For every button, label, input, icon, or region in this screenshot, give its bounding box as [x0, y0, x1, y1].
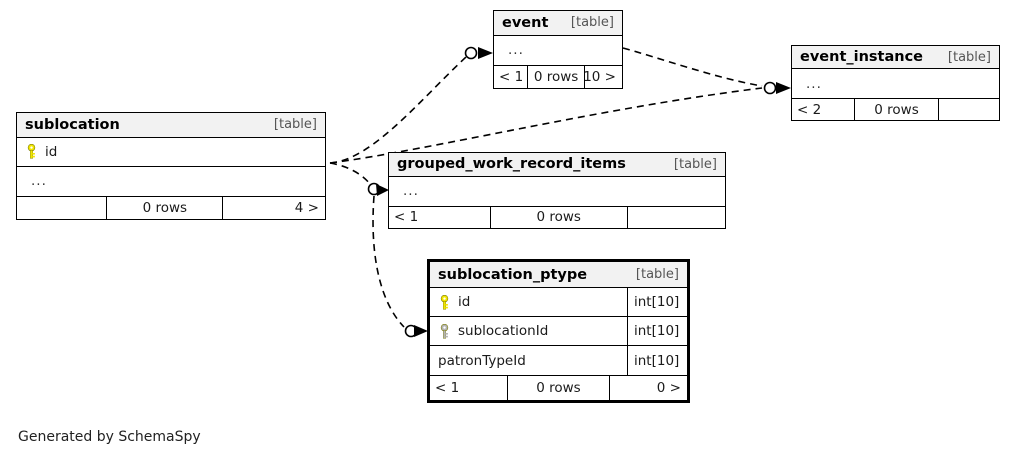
table-tag-grouped_work_record_items: [table]	[673, 156, 717, 172]
footer-row-count: 0 rows	[527, 65, 585, 88]
table-column-row[interactable]: id int[10]	[430, 288, 687, 318]
footer-row-count: 0 rows	[507, 376, 610, 400]
table-node-grouped_work_record_items[interactable]: grouped_work_record_items [table]... < 1 0 …	[388, 152, 726, 229]
column-name-cell: sublocationId	[430, 317, 627, 345]
footer-child-count	[628, 207, 725, 228]
column-name-cell: ...	[17, 167, 325, 196]
table-tag-sublocation_ptype: [table]	[635, 267, 679, 283]
table-column-row[interactable]: ...	[494, 36, 622, 65]
footer-row-count: 0 rows	[106, 196, 224, 219]
footer-parent-count: < 1	[394, 209, 419, 226]
column-type-cell: int[10]	[627, 288, 687, 317]
table-column-row[interactable]: ...	[792, 69, 999, 98]
column-label: ...	[806, 75, 822, 92]
table-tag-event: [table]	[570, 15, 614, 31]
table-name-event_instance: event_instance	[800, 49, 924, 66]
column-name-cell: ...	[494, 36, 622, 65]
table-name-sublocation: sublocation	[25, 116, 120, 133]
footer-child-count: 0 >	[656, 380, 681, 397]
table-name-event: event	[502, 14, 549, 31]
table-footer-grouped_work_record_items: < 1 0 rows	[389, 205, 725, 228]
column-name-cell: ...	[389, 177, 725, 206]
edge-endpoint-circle-sublocation-ptype	[404, 324, 418, 338]
table-footer-event_instance: < 2 0 rows	[792, 98, 999, 120]
diagram-caption: Generated by SchemaSpy	[18, 429, 201, 445]
footer-parent-count: < 1	[499, 68, 524, 85]
column-type-cell: int[10]	[627, 346, 687, 376]
footer-child-count	[939, 99, 999, 120]
column-label: sublocationId	[458, 323, 549, 340]
footer-child-count: 10 >	[584, 68, 616, 85]
table-footer-sublocation: 0 rows 4 >	[17, 195, 325, 219]
footer-child-count: 4 >	[294, 199, 319, 216]
column-label: ...	[403, 183, 419, 200]
table-name-grouped_work_record_items: grouped_work_record_items	[397, 156, 626, 173]
column-label: patronTypeId	[438, 352, 526, 369]
table-tag-sublocation: [table]	[273, 117, 317, 133]
edge-arrowhead-sublocation-ptype	[414, 325, 428, 337]
table-column-row[interactable]: ...	[389, 177, 725, 206]
table-footer-sublocation_ptype: < 1 0 rows 0 >	[430, 375, 687, 400]
column-label: id	[45, 143, 58, 160]
footer-parent-count: < 2	[797, 101, 822, 118]
footer-row-count: 0 rows	[489, 206, 628, 228]
foreign-key-icon	[438, 323, 451, 339]
table-body-sublocation: id...	[17, 138, 325, 196]
edge-event-to-event-instance	[622, 47, 763, 87]
table-node-event_instance[interactable]: event_instance [table]... < 2 0 rows	[791, 45, 1000, 121]
column-name-cell: id	[430, 288, 627, 316]
edge-endpoint-circle-event	[464, 46, 478, 60]
table-column-row[interactable]: ...	[17, 167, 325, 196]
column-label: ...	[31, 173, 47, 190]
table-body-grouped_work_record_items: ...	[389, 177, 725, 206]
table-title-bar-sublocation_ptype: sublocation_ptype [table]	[430, 262, 687, 289]
table-body-event: ...	[494, 36, 622, 65]
table-column-row[interactable]: id	[17, 138, 325, 167]
footer-parent-count: < 1	[435, 380, 460, 397]
footer-row-count: 0 rows	[854, 99, 939, 120]
table-title-bar-event: event [table]	[494, 11, 622, 36]
column-name-cell: ...	[792, 69, 999, 98]
edge-arrowhead-event-instance	[776, 82, 791, 94]
primary-key-icon	[25, 144, 38, 159]
table-title-bar-event_instance: event_instance [table]	[792, 46, 999, 70]
column-type-cell: int[10]	[627, 317, 687, 346]
table-title-bar-sublocation: sublocation [table]	[17, 113, 325, 138]
table-body-event_instance: ...	[792, 69, 999, 98]
edge-sublocation-to-grouped-work-record-items	[329, 162, 371, 185]
table-column-row[interactable]: patronTypeId int[10]	[430, 346, 687, 376]
column-label: id	[458, 294, 471, 311]
table-name-sublocation_ptype: sublocation_ptype	[438, 266, 588, 283]
edge-sublocation-to-event	[329, 56, 467, 164]
column-label: ...	[508, 42, 524, 59]
column-name-cell: patronTypeId	[430, 346, 627, 375]
edge-endpoint-circle-grouped-work-record-items	[367, 182, 381, 196]
edge-endpoint-circle-event-instance	[763, 81, 777, 95]
column-name-cell: id	[17, 138, 325, 166]
table-tag-event_instance: [table]	[947, 49, 991, 65]
table-column-row[interactable]: sublocationId int[10]	[430, 317, 687, 347]
footer-parent-count	[17, 197, 106, 219]
table-title-bar-grouped_work_record_items: grouped_work_record_items [table]	[389, 153, 725, 177]
edge-arrowhead-event	[478, 47, 493, 59]
primary-key-icon	[438, 294, 451, 310]
